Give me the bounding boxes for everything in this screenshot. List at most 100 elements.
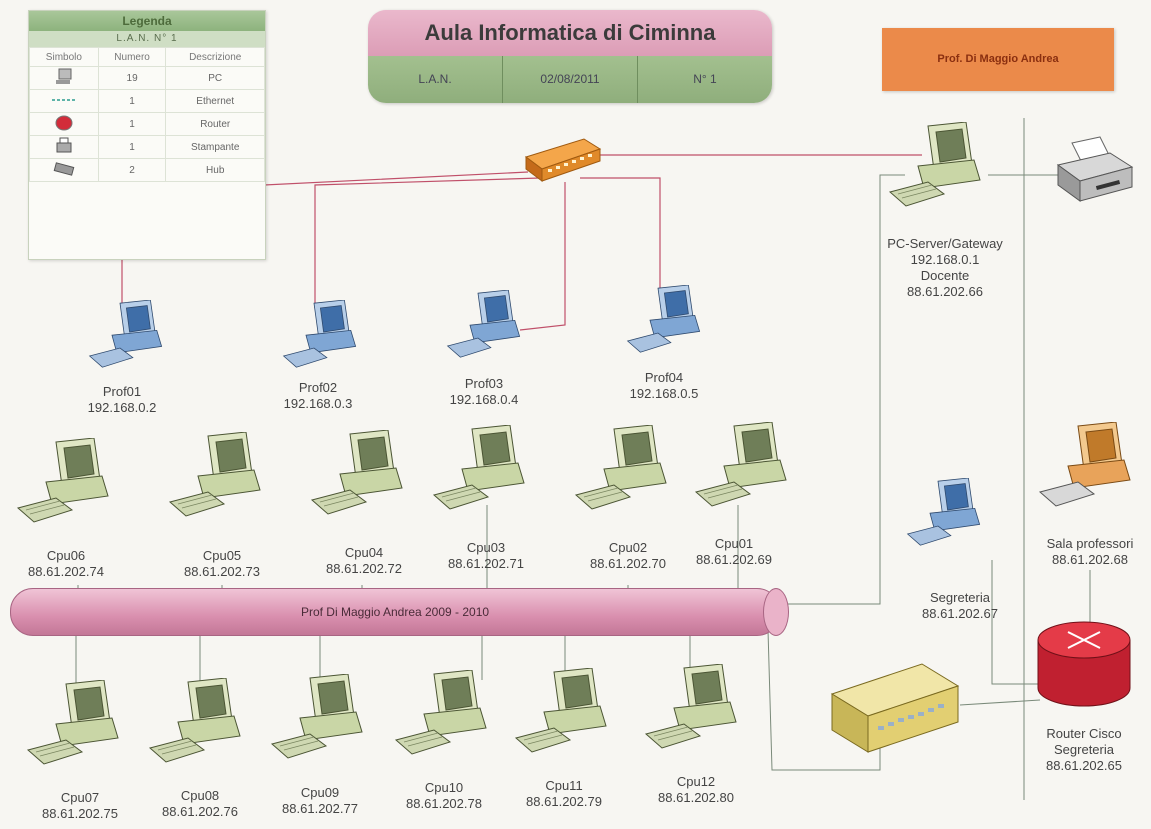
prof-name: Prof03: [464, 376, 504, 391]
cpu-name: Cpu12: [676, 774, 716, 789]
hub-icon: [29, 158, 99, 182]
prof-ip: 192.168.0.5: [629, 386, 699, 401]
printer-icon: [1056, 136, 1134, 202]
server-public-ip: 88.61.202.66: [907, 284, 983, 299]
lan-label: L.A.N.: [418, 72, 452, 86]
prof-name: Prof02: [298, 380, 338, 395]
hub-icon: [524, 138, 602, 182]
legend-descrizione: Router: [165, 112, 265, 136]
pc-icon: [149, 678, 241, 763]
legend-row: 19 PC: [29, 66, 265, 90]
cpu-ip: 88.61.202.78: [406, 796, 482, 811]
pc-icon: [515, 668, 607, 753]
legend-descrizione: PC: [165, 66, 265, 90]
wire-hub-prof04: [580, 177, 661, 300]
cpu-ip: 88.61.202.77: [282, 801, 358, 816]
cpu-ip: 88.61.202.73: [184, 564, 260, 579]
router-ip: 88.61.202.65: [1046, 758, 1122, 773]
router-location: Segreteria: [1054, 742, 1114, 757]
legend-table: Simbolo Numero Descrizione 19 PC 1 Ether…: [29, 47, 265, 182]
page-title: Aula Informatica di Ciminna: [368, 10, 772, 56]
pc-icon: [889, 122, 981, 207]
pc-icon: [575, 425, 667, 510]
pc-icon: [907, 478, 981, 546]
pc-icon: [695, 422, 787, 507]
legend-descrizione: Stampante: [165, 135, 265, 159]
pc-icon: [1039, 422, 1131, 507]
cpu-name: Cpu02: [608, 540, 648, 555]
cpu-ip: 88.61.202.74: [28, 564, 104, 579]
legend-descrizione: Hub: [165, 158, 265, 182]
ethernet-bus: Prof Di Maggio Andrea 2009 - 2010: [10, 588, 789, 636]
cpu-ip: 88.61.202.76: [162, 804, 238, 819]
legend-col-simbolo: Simbolo: [29, 47, 99, 67]
pc-icon: [17, 438, 109, 523]
prof-name: Prof01: [102, 384, 142, 399]
legend-numero: 1: [97, 112, 167, 136]
cpu-name: Cpu05: [202, 548, 242, 563]
legend-numero: 19: [97, 66, 167, 90]
legend-row: 1 Stampante: [29, 135, 265, 159]
pc-icon: [645, 664, 737, 749]
cpu-name: Cpu08: [180, 788, 220, 803]
prof-ip: 192.168.0.4: [449, 392, 519, 407]
pc-icon: [27, 680, 119, 765]
cpu-name: Cpu10: [424, 780, 464, 795]
pc-icon: [433, 425, 525, 510]
server-name: PC-Server/Gateway: [887, 236, 1003, 251]
legend-row: 2 Hub: [29, 158, 265, 182]
pc-icon: [283, 300, 357, 368]
pc-icon: [169, 432, 261, 517]
legend-numero: 1: [97, 135, 167, 159]
legend-row: 1 Ethernet: [29, 89, 265, 113]
legend-col-descrizione: Descrizione: [165, 47, 265, 67]
cpu-name: Cpu09: [300, 785, 340, 800]
prof-ip: 192.168.0.3: [283, 396, 353, 411]
wire-hub-prof03: [519, 182, 566, 331]
server-ip: 192.168.0.1: [910, 252, 980, 267]
ethernet-icon: [29, 89, 99, 113]
router-icon: [29, 112, 99, 136]
printer-icon: [29, 135, 99, 159]
title-box: Aula Informatica di Ciminna L.A.N. 02/08…: [368, 10, 772, 103]
cpu-ip: 88.61.202.71: [448, 556, 524, 571]
legend-row: 1 Router: [29, 112, 265, 136]
legend-subtitle: L.A.N. N° 1: [29, 31, 265, 47]
legend-panel: Legenda L.A.N. N° 1 Simbolo Numero Descr…: [28, 10, 266, 260]
pc-icon: [395, 670, 487, 755]
pc-icon: [311, 430, 403, 515]
router-name: Router Cisco: [1046, 726, 1122, 741]
legend-title: Legenda: [29, 11, 265, 31]
prof-ip: 192.168.0.2: [87, 400, 157, 415]
router-icon: [1037, 621, 1131, 707]
legend-col-numero: Numero: [97, 47, 167, 67]
date-label: 02/08/2011: [502, 56, 637, 103]
cpu-name: Cpu06: [46, 548, 86, 563]
cpu-ip: 88.61.202.70: [590, 556, 666, 571]
pc-icon: [447, 290, 521, 358]
cpu-name: Cpu03: [466, 540, 506, 555]
legend-numero: 1: [97, 89, 167, 113]
cpu-ip: 88.61.202.69: [696, 552, 772, 567]
cpu-ip: 88.61.202.79: [526, 794, 602, 809]
server-role: Docente: [920, 268, 970, 283]
cpu-name: Cpu01: [714, 536, 754, 551]
segreteria-ip: 88.61.202.67: [922, 606, 998, 621]
legend-descrizione: Ethernet: [165, 89, 265, 113]
